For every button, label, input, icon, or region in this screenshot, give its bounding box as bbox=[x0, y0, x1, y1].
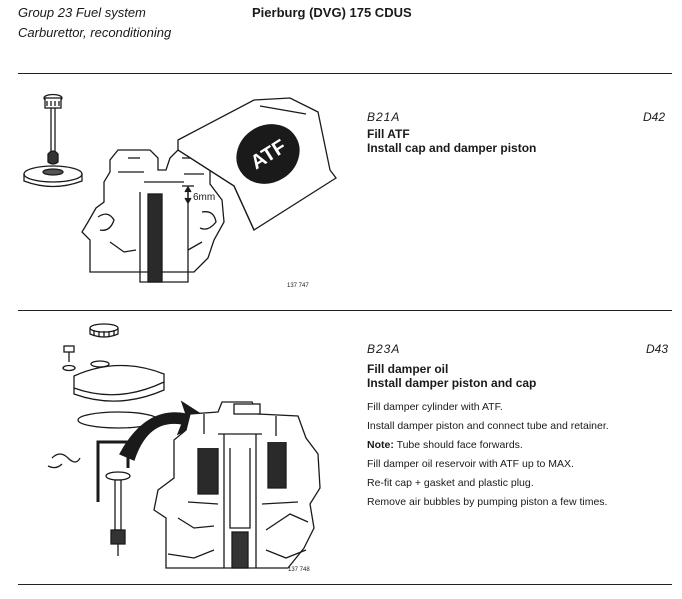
header-rule bbox=[18, 73, 672, 74]
cover-icon bbox=[73, 360, 165, 402]
header-group-label: Group 23 Fuel system bbox=[18, 5, 146, 20]
step-code-b23a: B23A bbox=[367, 342, 401, 356]
damper-piston-icon bbox=[23, 93, 83, 188]
header-model-label: Pierburg (DVG) 175 CDUS bbox=[252, 5, 412, 20]
section-divider bbox=[18, 310, 672, 311]
figure-number-137747: 137 747 bbox=[287, 283, 309, 289]
instruction-item: Install damper piston and connect tube a… bbox=[367, 420, 609, 432]
instruction-list: Fill damper cylinder with ATF. Install d… bbox=[367, 398, 672, 512]
retainer-clip-icon bbox=[47, 453, 81, 469]
damper-piston-icon bbox=[105, 471, 131, 556]
cap-icon bbox=[89, 323, 119, 338]
instruction-note: Note: Tube should face forwards. bbox=[367, 439, 523, 451]
note-label: Note: bbox=[367, 439, 394, 451]
instruction-item: Fill damper cylinder with ATF. bbox=[367, 401, 503, 413]
header-section-label: Carburettor, reconditioning bbox=[18, 25, 172, 40]
carburettor-cutaway-icon bbox=[153, 401, 321, 569]
step-ref-d43: D43 bbox=[646, 342, 669, 356]
dimension-label: 6mm bbox=[193, 192, 215, 203]
step-title-line1: Fill ATF bbox=[367, 127, 410, 141]
screw-icon bbox=[62, 345, 76, 372]
atf-can-icon bbox=[177, 97, 337, 231]
step-title-line2: Install cap and damper piston bbox=[367, 141, 537, 155]
carburettor-body-icon bbox=[81, 149, 225, 283]
footer-rule bbox=[18, 584, 672, 585]
step-title-line1: Fill damper oil bbox=[367, 362, 449, 376]
step-ref-d42: D42 bbox=[643, 110, 666, 124]
instruction-item: Fill damper oil reservoir with ATF up to… bbox=[367, 458, 574, 470]
figure-fill-atf: ATF 6mm bbox=[23, 93, 337, 283]
figure-fill-damper-oil bbox=[47, 323, 321, 569]
step-code-b21a: B21A bbox=[367, 110, 401, 124]
instruction-item: Remove air bubbles by pumping piston a f… bbox=[367, 496, 608, 508]
step-title-line2: Install damper piston and cap bbox=[367, 376, 537, 390]
instruction-item: Re-fit cap + gasket and plastic plug. bbox=[367, 477, 534, 489]
dimension-marker-icon bbox=[182, 185, 194, 205]
figure-number-137748: 137 748 bbox=[288, 567, 310, 573]
